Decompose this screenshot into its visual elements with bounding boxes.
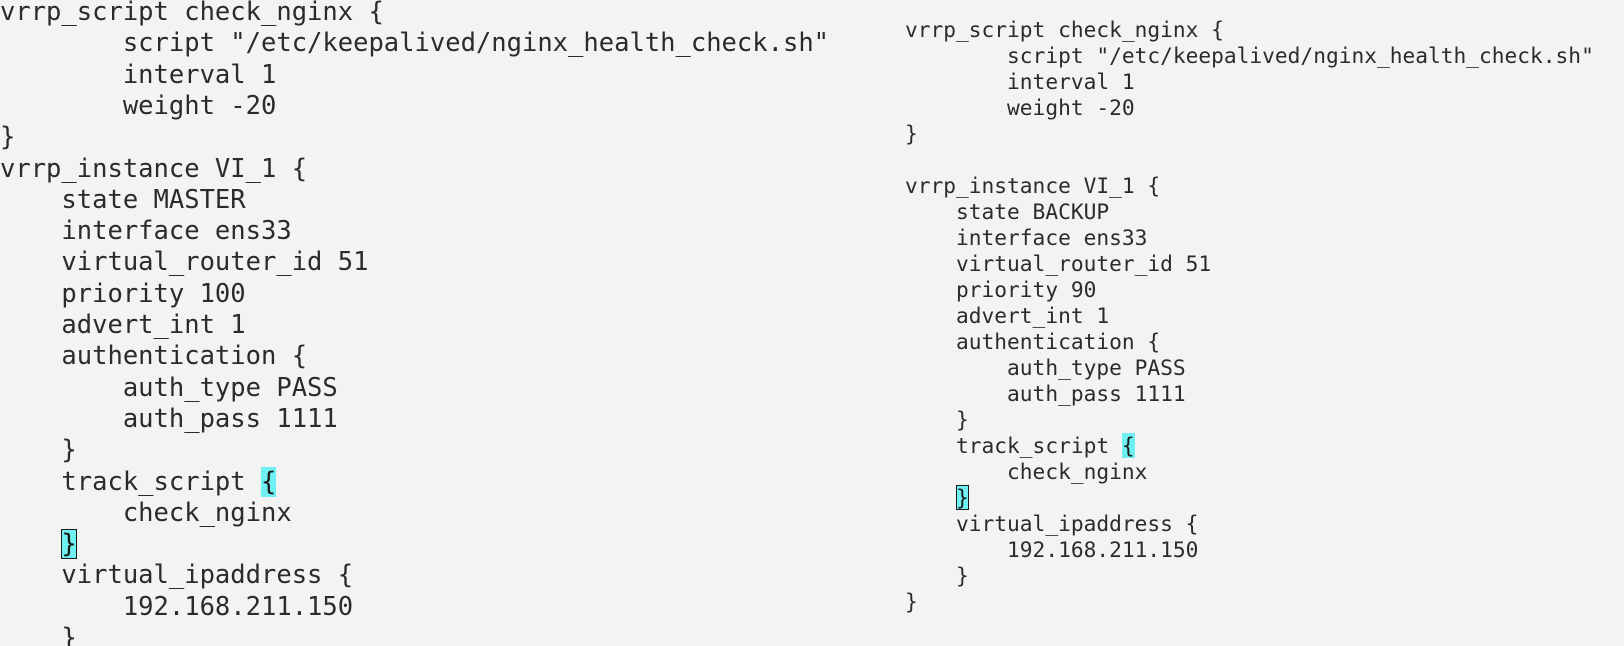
left-code-line: }: [0, 122, 16, 153]
right-code-text: authentication {: [905, 329, 1161, 354]
right-code-line: priority 90: [905, 279, 1096, 300]
right-code-line: }: [905, 123, 918, 144]
left-code-text: priority 100: [0, 278, 246, 309]
left-code-text: vrrp_script check_nginx {: [0, 0, 384, 27]
text-cursor: }: [61, 529, 77, 560]
left-code-line: auth_type PASS: [0, 372, 338, 403]
left-code-text: }: [0, 623, 77, 646]
left-code-line: weight -20: [0, 90, 277, 121]
right-code-line: interval 1: [905, 71, 1135, 92]
right-code-line: }: [905, 591, 918, 612]
right-code-text: interval 1: [905, 69, 1135, 94]
left-code-text: auth_pass 1111: [0, 403, 338, 434]
right-code-text: advert_int 1: [905, 303, 1110, 328]
right-code-line: auth_pass 1111: [905, 383, 1186, 404]
left-code-line: }: [0, 529, 77, 560]
left-code-text: interface ens33: [0, 216, 292, 247]
right-code-line: interface ens33: [905, 227, 1147, 248]
right-code-line: track_script {: [905, 433, 1135, 458]
left-code-text: }: [0, 435, 77, 466]
left-code-text: auth_type PASS: [0, 372, 338, 403]
left-code-text: weight -20: [0, 90, 277, 121]
right-code-text: 192.168.211.150: [905, 537, 1199, 562]
left-code-line: interface ens33: [0, 216, 292, 247]
left-code-text: virtual_ipaddress {: [0, 560, 354, 591]
text-cursor: }: [956, 485, 969, 510]
right-code-text: state BACKUP: [905, 199, 1110, 224]
right-code-line: check_nginx: [905, 461, 1147, 482]
right-code-text: vrrp_script check_nginx {: [905, 17, 1224, 42]
right-config-pane[interactable]: vrrp_script check_nginx { script "/etc/k…: [905, 0, 1624, 646]
right-code-text: auth_type PASS: [905, 355, 1186, 380]
left-code-line: script "/etc/keepalived/nginx_health_che…: [0, 31, 829, 57]
left-code-line: vrrp_instance VI_1 {: [0, 153, 308, 184]
right-code-line: authentication {: [905, 331, 1160, 352]
right-code-line: weight -20: [905, 97, 1135, 118]
left-code-line: state MASTER: [0, 184, 246, 215]
right-code-text: vrrp_instance VI_1 {: [905, 173, 1161, 198]
left-code-line: advert_int 1: [0, 310, 246, 340]
right-code-text: track_script: [905, 433, 1122, 458]
right-code-line: advert_int 1: [905, 305, 1109, 326]
right-code-text: auth_pass 1111: [905, 381, 1186, 406]
left-code-line: }: [0, 623, 77, 646]
right-code-line: }: [905, 409, 969, 430]
left-code-line: }: [0, 435, 77, 466]
left-code-text: script "/etc/keepalived/nginx_health_che…: [0, 28, 830, 59]
bracket-match-highlight: {: [261, 466, 277, 497]
right-code-line: }: [905, 565, 969, 586]
left-code-line: authentication {: [0, 344, 307, 370]
left-code-line: 192.168.211.150: [0, 591, 354, 622]
right-code-line: vrrp_instance VI_1 {: [905, 175, 1160, 196]
right-code-text: [905, 485, 956, 510]
left-code-text: vrrp_instance VI_1 {: [0, 153, 308, 184]
left-code-text: 192.168.211.150: [0, 591, 354, 622]
left-code-text: advert_int 1: [0, 310, 246, 340]
right-code-text: virtual_router_id 51: [905, 251, 1212, 276]
right-code-line: virtual_ipaddress {: [905, 513, 1198, 534]
right-code-line: auth_type PASS: [905, 357, 1186, 378]
right-code-line: 192.168.211.150: [905, 539, 1198, 560]
right-code-text: check_nginx: [905, 459, 1148, 484]
left-code-text: track_script: [0, 466, 261, 497]
left-code-line: interval 1: [0, 59, 277, 90]
left-code-line: check_nginx: [0, 497, 292, 528]
right-code-text: }: [905, 121, 918, 146]
right-code-text: priority 90: [905, 277, 1097, 302]
left-code-text: authentication {: [0, 341, 308, 372]
right-code-line: }: [905, 485, 969, 510]
left-code-line: virtual_ipaddress {: [0, 563, 353, 589]
left-code-line: auth_pass 1111: [0, 403, 338, 434]
left-code-text: }: [0, 122, 16, 153]
right-code-text: script "/etc/keepalived/nginx_health_che…: [905, 43, 1594, 68]
left-code-text: virtual_router_id 51: [0, 247, 369, 278]
right-code-line: vrrp_script check_nginx {: [905, 19, 1224, 40]
right-code-line: state BACKUP: [905, 201, 1109, 222]
right-code-text: interface ens33: [905, 225, 1148, 250]
right-code-text: weight -20: [905, 95, 1135, 120]
left-code-text: state MASTER: [0, 184, 246, 215]
left-code-text: interval 1: [0, 59, 277, 90]
left-config-pane[interactable]: vrrp_script check_nginx { script "/etc/k…: [0, 0, 880, 646]
right-code-line: virtual_router_id 51: [905, 253, 1211, 274]
right-code-text: }: [905, 407, 969, 432]
left-code-text: check_nginx: [0, 497, 292, 528]
left-code-line: vrrp_script check_nginx {: [0, 0, 384, 26]
right-code-line: script "/etc/keepalived/nginx_health_che…: [905, 45, 1594, 66]
right-code-text: virtual_ipaddress {: [905, 511, 1199, 536]
right-code-text: }: [905, 563, 969, 588]
right-code-text: }: [905, 589, 918, 614]
left-code-text: [0, 529, 61, 559]
bracket-match-highlight: {: [1121, 433, 1135, 458]
left-code-line: priority 100: [0, 278, 246, 309]
left-code-line: track_script {: [0, 466, 277, 497]
left-code-line: virtual_router_id 51: [0, 250, 368, 276]
